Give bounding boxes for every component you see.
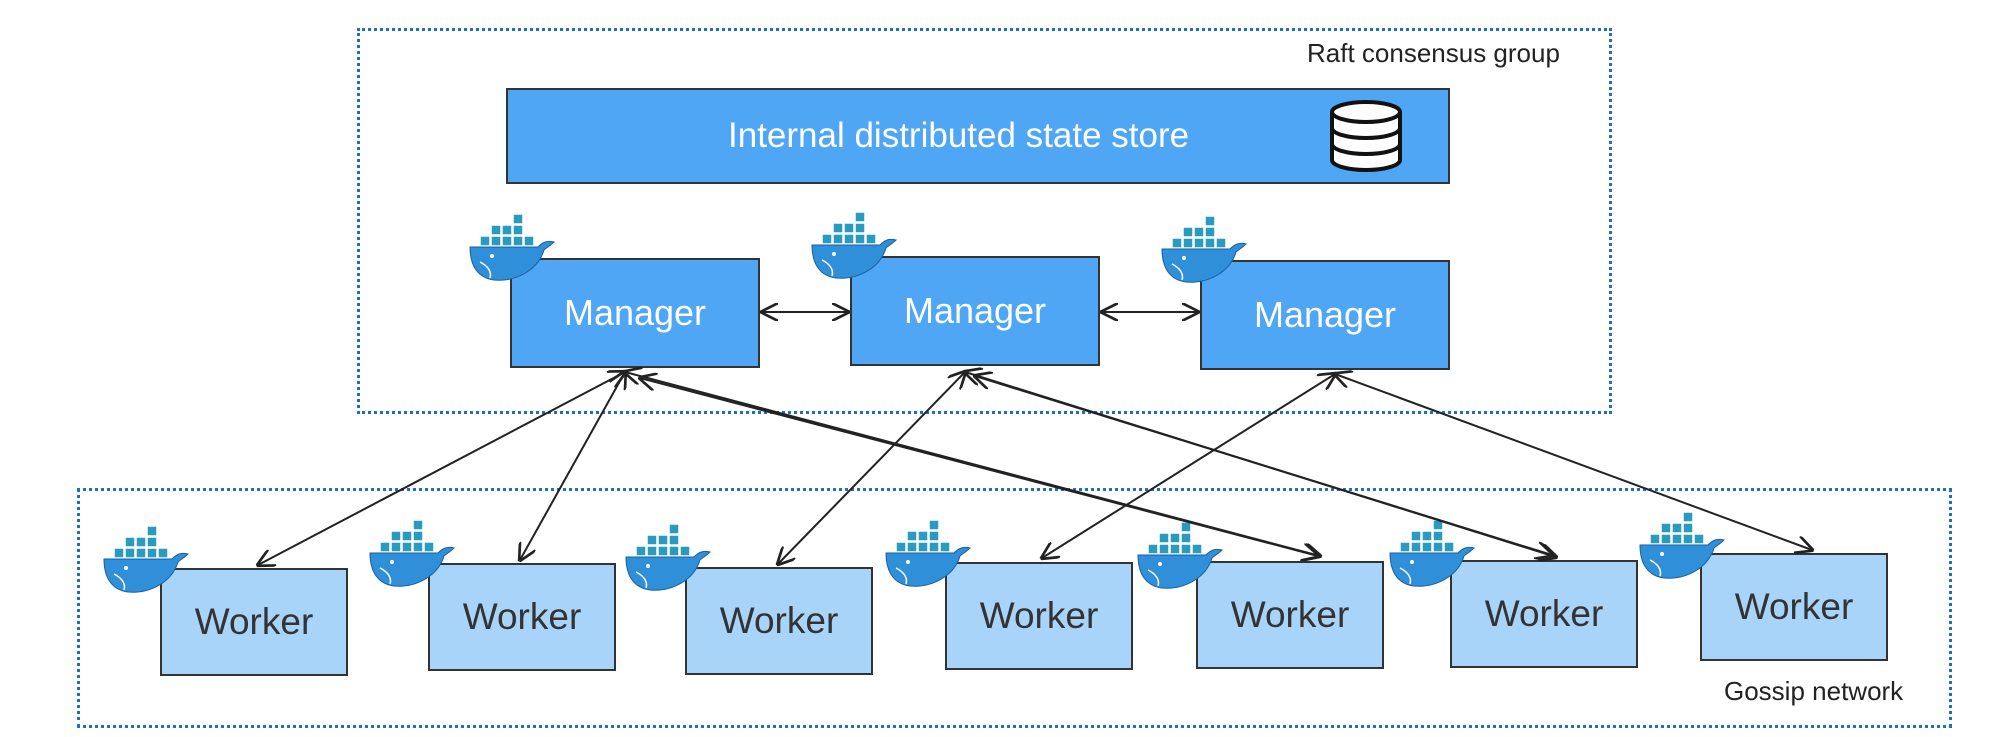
worker-label: Worker	[719, 600, 839, 641]
worker-label: Worker	[1484, 593, 1604, 634]
worker-label: Worker	[1734, 586, 1854, 627]
manager-label: Manager	[563, 292, 707, 333]
worker-node: Worker	[1700, 553, 1888, 661]
manager-worker-link	[258, 372, 625, 565]
manager-node: Manager	[1200, 260, 1450, 370]
manager-worker-link	[975, 376, 1552, 555]
worker-label: Worker	[194, 601, 314, 642]
manager-worker-link	[1042, 374, 1335, 558]
manager-worker-link	[1335, 374, 1812, 550]
manager-node: Manager	[850, 256, 1100, 366]
worker-label: Worker	[462, 596, 582, 637]
state-store-box: Internal distributed state store	[506, 88, 1450, 184]
manager-label: Manager	[903, 290, 1047, 331]
raft-group-label: Raft consensus group	[1307, 38, 1560, 68]
worker-label: Worker	[979, 595, 1099, 636]
database-icon	[1330, 100, 1402, 172]
state-store-label: Internal distributed state store	[728, 116, 1190, 155]
worker-node: Worker	[945, 562, 1133, 670]
manager-node: Manager	[510, 258, 760, 368]
manager-worker-link	[520, 372, 625, 560]
worker-label: Worker	[1230, 594, 1350, 635]
worker-node: Worker	[1196, 561, 1384, 669]
manager-worker-link	[778, 372, 965, 564]
worker-node: Worker	[160, 568, 348, 676]
worker-node: Worker	[1450, 560, 1638, 668]
worker-node: Worker	[685, 567, 873, 675]
manager-worker-link	[640, 378, 1318, 556]
manager-label: Manager	[1253, 294, 1397, 335]
gossip-group-label: Gossip network	[1724, 676, 1904, 706]
